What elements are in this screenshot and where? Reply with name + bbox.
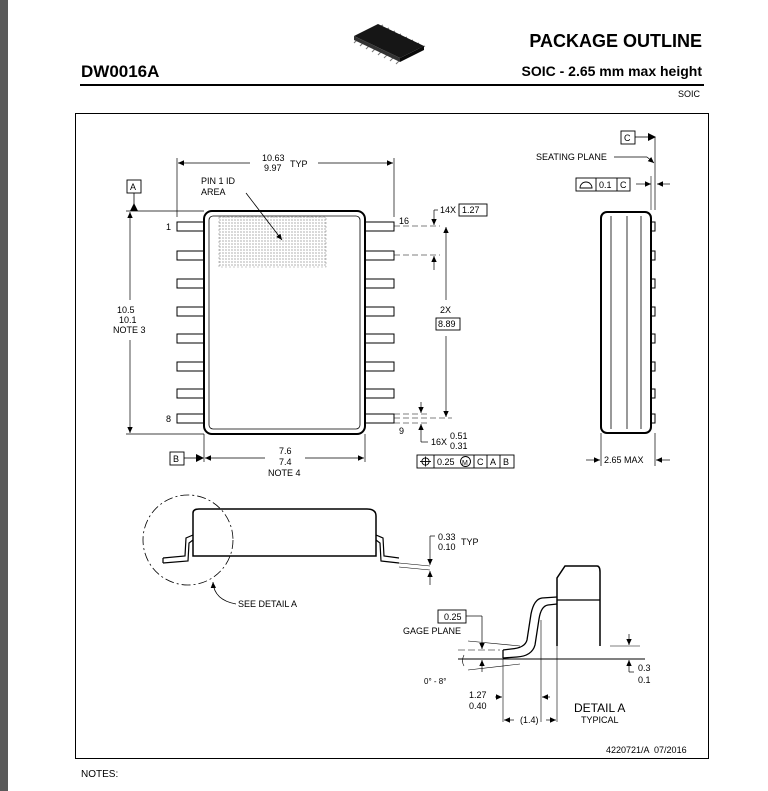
- lead-thickness-2: 0.10: [438, 542, 456, 552]
- span-value: 8.89: [438, 319, 456, 329]
- body-width-note: NOTE 4: [268, 468, 301, 478]
- gage-plane-label: GAGE PLANE: [403, 626, 461, 636]
- pitch-value: 1.27: [462, 205, 480, 215]
- pin1-label-line2: AREA: [201, 187, 226, 197]
- standoff-2: 0.1: [638, 675, 651, 685]
- span-prefix: 2X: [440, 305, 451, 315]
- package-tag: SOIC: [677, 89, 700, 99]
- header-rule: [80, 84, 704, 86]
- datum-b-label: B: [173, 454, 179, 464]
- flatness-ref: C: [620, 180, 627, 190]
- flatness-value: 0.1: [599, 180, 612, 190]
- pitch-prefix: 14X: [440, 205, 456, 215]
- viewer-edge-bar: [0, 0, 8, 791]
- pin-8-label: 8: [166, 414, 171, 424]
- drawing-reference: 4220721/A 07/2016: [606, 745, 687, 755]
- datum-a-label: A: [130, 182, 136, 192]
- position-ref-b: B: [503, 457, 509, 467]
- lead-thickness-suffix: TYP: [461, 537, 479, 547]
- part-number: DW0016A: [81, 62, 160, 81]
- foot-ref: (1.4): [520, 715, 539, 725]
- top-view: [126, 158, 515, 469]
- standoff-1: 0.3: [638, 663, 651, 673]
- package-subtitle: SOIC - 2.65 mm max height: [521, 63, 703, 79]
- pin-1-label: 1: [166, 222, 171, 232]
- length-dim-1: 10.5: [117, 305, 135, 315]
- angle-label: 0° - 8°: [424, 677, 446, 686]
- section-view: [142, 494, 435, 605]
- drawing-labels: 10.63 9.97 TYP PIN 1 ID AREA A 1 8 16 9 …: [113, 133, 687, 755]
- length-dim-2: 10.1: [119, 315, 137, 325]
- foot-length-2: 0.40: [469, 701, 487, 711]
- foot-length-1: 1.27: [469, 690, 487, 700]
- pin-16-label: 16: [399, 216, 409, 226]
- length-note: NOTE 3: [113, 325, 146, 335]
- detail-a-title: DETAIL A: [574, 701, 625, 715]
- seating-plane-label: SEATING PLANE: [536, 152, 607, 162]
- see-detail-label: SEE DETAIL A: [238, 599, 297, 609]
- gage-value: 0.25: [444, 612, 462, 622]
- position-ref-a: A: [490, 457, 496, 467]
- position-tolerance: 0.25: [437, 457, 455, 467]
- width-dim-top: 10.63: [262, 153, 285, 163]
- chip-package-icon: [353, 24, 426, 65]
- lead-width-2: 0.31: [450, 441, 468, 451]
- lead-prefix: 16X: [431, 437, 447, 447]
- pin1-label-line1: PIN 1 ID: [201, 176, 236, 186]
- drawing-frame: [75, 113, 709, 759]
- page-title: PACKAGE OUTLINE: [529, 31, 702, 51]
- body-width-2: 7.4: [279, 457, 292, 467]
- side-view: [575, 130, 670, 466]
- lead-thickness-1: 0.33: [438, 532, 456, 542]
- position-modifier: M: [462, 460, 468, 467]
- pin-9-label: 9: [399, 426, 404, 436]
- detail-a-view: [437, 565, 645, 723]
- position-ref-c: C: [477, 457, 484, 467]
- width-dim-bottom: 9.97: [264, 163, 282, 173]
- width-dim-suffix: TYP: [290, 159, 308, 169]
- detail-a-subtitle: TYPICAL: [581, 715, 619, 725]
- lead-width-1: 0.51: [450, 431, 468, 441]
- height-label: 2.65 MAX: [604, 455, 644, 465]
- datum-c-label: C: [624, 133, 631, 143]
- notes-heading: NOTES:: [81, 769, 119, 780]
- body-width-1: 7.6: [279, 446, 292, 456]
